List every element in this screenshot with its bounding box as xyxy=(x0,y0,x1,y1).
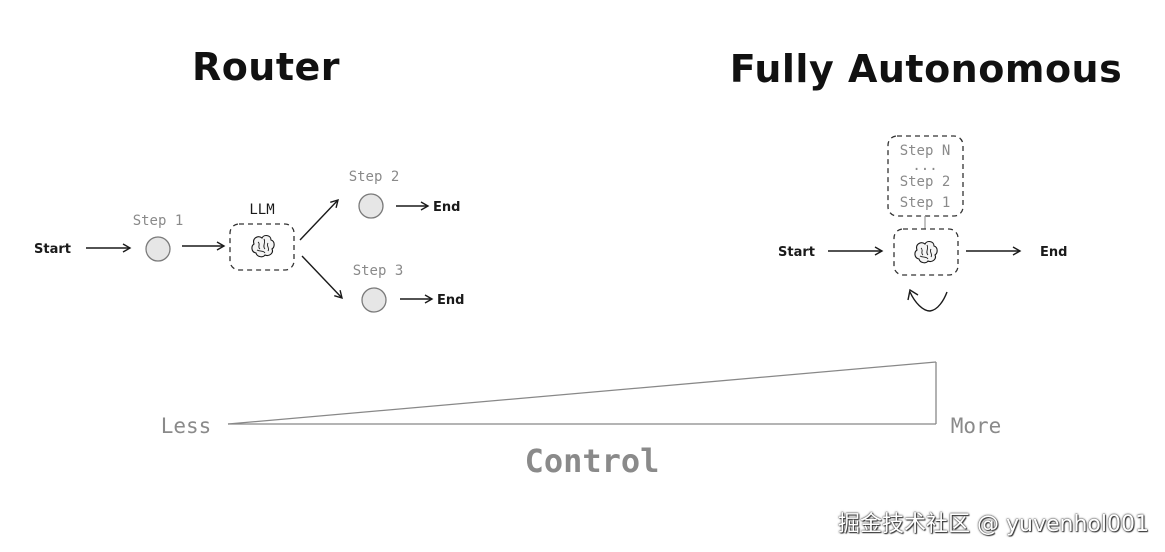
router-step2-node xyxy=(358,193,384,219)
scale-control-label: Control xyxy=(525,442,660,480)
router-step1-node xyxy=(145,236,171,262)
autonomous-step2: Step 2 xyxy=(900,174,951,190)
scale-more-label: More xyxy=(951,414,1002,438)
router-branch-up-arrow xyxy=(299,198,339,241)
autonomous-end-label: End xyxy=(1040,245,1067,260)
router-end-top: End xyxy=(433,200,460,215)
router-step3-node xyxy=(361,287,387,313)
router-step1-label: Step 1 xyxy=(133,213,184,229)
router-title: Router xyxy=(192,45,340,89)
autonomous-title: Fully Autonomous xyxy=(730,47,1122,91)
router-step2-label: Step 2 xyxy=(349,169,400,185)
watermark: 掘金技术社区 @ yuvenhol001 xyxy=(838,512,1149,537)
autonomous-start-label: Start xyxy=(778,245,815,260)
scale-less-label: Less xyxy=(161,414,212,438)
autonomous-ellipsis: ... xyxy=(912,158,937,174)
router-start-label: Start xyxy=(34,242,71,257)
router-llm-label: LLM xyxy=(249,202,274,218)
router-end-bottom: End xyxy=(437,293,464,308)
router-branch-down-arrow xyxy=(301,255,343,300)
router-step3-label: Step 3 xyxy=(353,263,404,279)
autonomous-step1: Step 1 xyxy=(900,195,951,211)
loop-arrow-icon xyxy=(907,288,948,312)
control-scale-wedge xyxy=(227,361,937,425)
autonomous-step-n: Step N xyxy=(900,143,951,159)
